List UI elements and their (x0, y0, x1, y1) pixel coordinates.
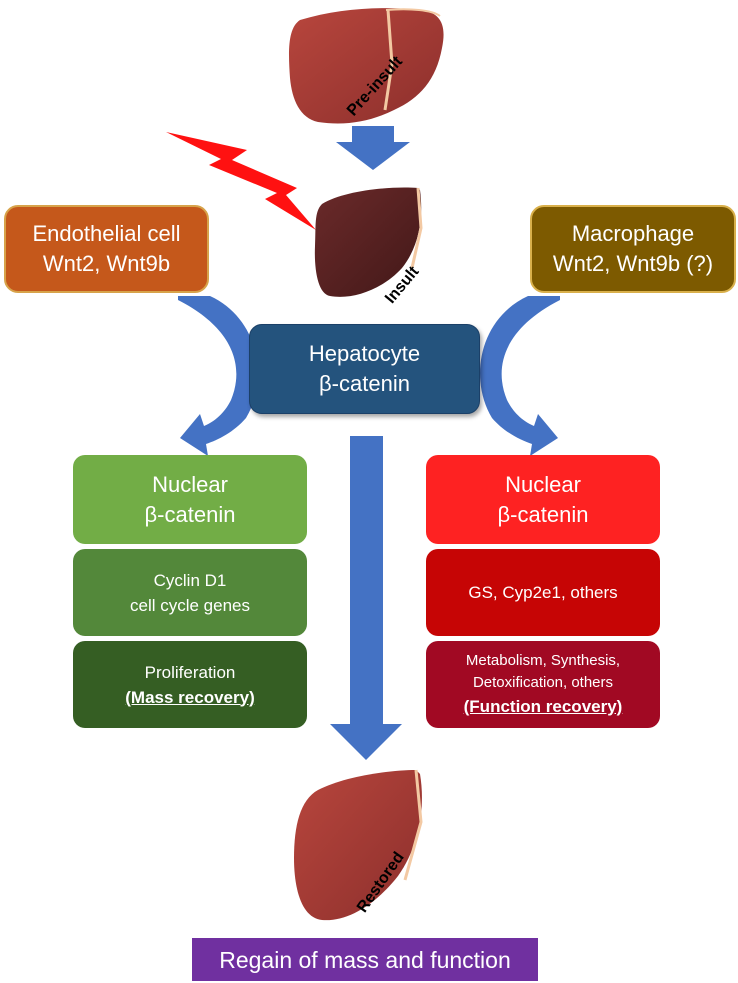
pre-insult-liver-icon (289, 8, 444, 124)
pre-to-insult-arrow (336, 126, 410, 170)
function-recovery-label: (Function recovery) (463, 697, 623, 716)
cyclin-d1-label: Cyclin D1 (153, 570, 227, 590)
metabolism-box: Metabolism, Synthesis, Detoxification, o… (426, 641, 660, 728)
hepatocyte-beta-catenin: β-catenin (319, 371, 410, 396)
endothelial-title: Endothelial cell (32, 221, 181, 246)
metabolism-synthesis-label: Metabolism, Synthesis, (465, 652, 621, 669)
gs-cyp2e1-box: GS, Cyp2e1, others (426, 549, 660, 636)
macrophage-box: Macrophage Wnt2, Wnt9b (?) (530, 205, 736, 293)
hepatocyte-beta-catenin-box: Hepatocyte β-catenin (249, 324, 480, 414)
left-beta-catenin-label: β-catenin (144, 501, 236, 527)
right-beta-catenin-label: β-catenin (497, 501, 589, 527)
detoxification-label: Detoxification, others (472, 674, 614, 691)
gs-cyp2e1-label: GS, Cyp2e1, others (468, 583, 618, 602)
regain-mass-function-box: Regain of mass and function (192, 938, 538, 981)
left-nuclear-beta-catenin-box: Nuclear β-catenin (73, 455, 307, 544)
lightning-icon (166, 132, 316, 230)
proliferation-box: Proliferation (Mass recovery) (73, 641, 307, 728)
cell-cycle-genes-label: cell cycle genes (129, 595, 250, 615)
right-nuclear-label: Nuclear (505, 471, 581, 497)
endothelial-cell-box: Endothelial cell Wnt2, Wnt9b (4, 205, 209, 293)
macrophage-curved-arrow (480, 296, 560, 456)
right-nuclear-beta-catenin-box: Nuclear β-catenin (426, 455, 660, 544)
insult-liver-icon (314, 187, 423, 297)
endothelial-wnts: Wnt2, Wnt9b (42, 251, 171, 276)
proliferation-label: Proliferation (144, 662, 236, 682)
macrophage-wnts: Wnt2, Wnt9b (?) (552, 251, 714, 276)
macrophage-title: Macrophage (571, 221, 695, 246)
left-nuclear-label: Nuclear (152, 471, 228, 497)
endothelial-curved-arrow (178, 296, 258, 456)
hepatocyte-title: Hepatocyte (308, 341, 421, 366)
central-down-arrow (330, 436, 402, 760)
cyclin-d1-box: Cyclin D1 cell cycle genes (73, 549, 307, 636)
regain-label: Regain of mass and function (219, 946, 511, 973)
restored-liver-icon (294, 769, 423, 921)
mass-recovery-label: (Mass recovery) (125, 687, 255, 707)
